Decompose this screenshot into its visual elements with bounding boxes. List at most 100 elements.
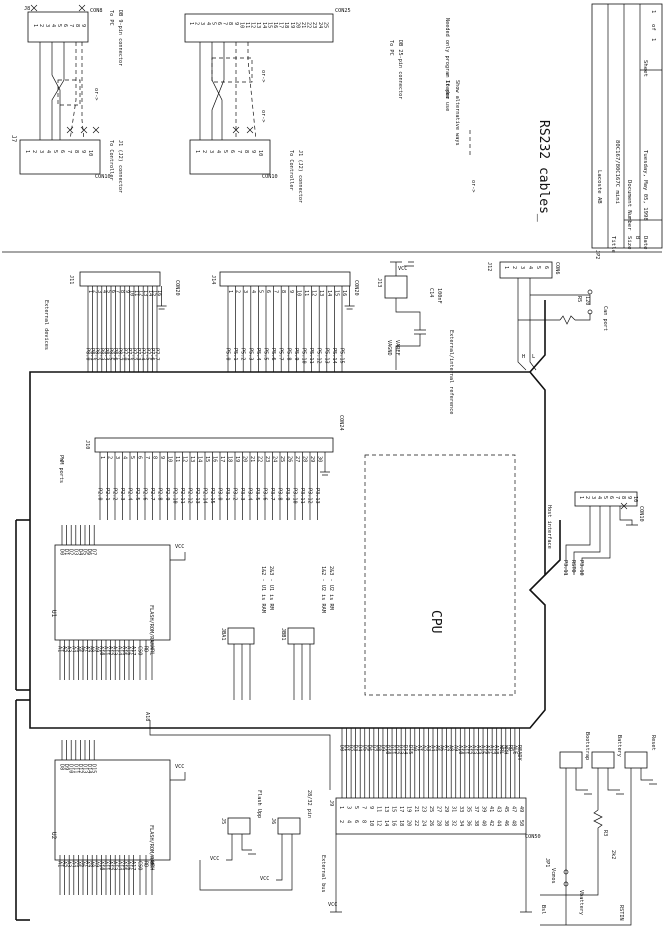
addr-pin-label: A13 (112, 861, 118, 870)
connector-j6 (277, 817, 301, 835)
j9-pin-number: 15 (391, 806, 397, 812)
j10-pin-number: 5 (129, 456, 135, 459)
connector-j1-db10 (189, 139, 271, 175)
j10-net-label: P3.0 (217, 488, 223, 501)
j1h-pin-5: 5 (602, 496, 608, 499)
db25-pin-18: 18 (283, 22, 289, 28)
label-j13: J13 (376, 278, 382, 287)
j10-net-label: P2.2 (112, 488, 118, 501)
j11-net-label: P7.7 (154, 348, 160, 361)
j9-pin-number: 10 (368, 820, 374, 826)
j9-net-label: A15 (480, 745, 486, 754)
label-u2-type: FLASH/ROM/RAM (148, 825, 154, 866)
label-jp1: JP1 (544, 858, 550, 867)
j10-net-label: P2.7 (149, 488, 155, 501)
j11-net-label: P8.3 (98, 348, 104, 361)
connector-j2 (559, 751, 583, 769)
db25-pin-2: 2 (194, 22, 200, 25)
label-ext-devices: External devices (43, 300, 49, 350)
addr-pin-label: A7 (84, 861, 90, 867)
addr-pin-label: A8 (89, 646, 95, 652)
j9-net-label: D7 (370, 745, 376, 751)
j10-pin-number: 6 (137, 456, 143, 459)
label-jp2: JP2 (594, 250, 600, 259)
j9-pin-number: 41 (488, 806, 494, 812)
j9-pin-number: 25 (428, 806, 434, 812)
j14-pin-number: 16 (341, 290, 347, 296)
j12-pin-6: 6 (543, 266, 549, 269)
j9-net-label: D2 (348, 745, 354, 751)
label-host-if: Host interface (546, 505, 552, 549)
addr-pin-label: A6 (80, 861, 86, 867)
j9-net-label: D8 (375, 745, 381, 751)
j10-pin-number: 12 (182, 456, 188, 462)
j9-pin-number: 46 (503, 820, 509, 826)
j11-pin-number: 7 (115, 290, 121, 293)
j9-net-label: A13 (470, 745, 476, 754)
addr-pin-label: A17 (130, 646, 136, 655)
db25-pin-5: 5 (210, 22, 216, 25)
j11-net-label: P7.1 (126, 348, 132, 361)
j8-pin-1: 1 (32, 24, 38, 27)
j7-pin-8: 8 (73, 150, 79, 153)
label-con8-top: CON8 (90, 8, 103, 14)
j10-pin-number: 20 (242, 456, 248, 462)
label-r5v: 120 (584, 296, 590, 305)
j1-pin-8: 8 (243, 150, 249, 153)
ctl-pin-label: CSO (137, 646, 143, 655)
j11-pin-number: 5 (105, 290, 111, 293)
j7-pin-10: 10 (87, 150, 93, 156)
label-j10: J10 (84, 440, 90, 449)
j14-pin-number: 8 (280, 290, 286, 293)
j14-net-label: P5.4 (255, 348, 261, 361)
db25-pin-17: 17 (278, 22, 284, 28)
addr-pin-label: A5 (75, 861, 81, 867)
addr-pin-label: A15 (121, 646, 127, 655)
db25-pin-19: 19 (289, 22, 295, 28)
j10-net-label: P2.14 (202, 488, 208, 504)
label-jbb1: JBB1 (280, 628, 286, 641)
net-can-h: H (522, 354, 525, 360)
j1h-pin-6: 6 (608, 496, 614, 499)
j10-net-label: P3.3 (239, 488, 245, 501)
addr-pin-label: A17 (130, 861, 136, 870)
label-ext-ref: External/internal reference (448, 330, 454, 414)
connector-j7-db10 (19, 139, 101, 175)
addr-pin-label: A3 (66, 646, 72, 652)
j9-pin-number: 26 (428, 820, 434, 826)
label-con25: CON25 (335, 8, 351, 14)
label-j8: J8 (24, 6, 30, 12)
j14-pin-number: 13 (318, 290, 324, 296)
j9-net-label: A1 (416, 745, 422, 751)
net-host-2: RSTO (570, 560, 576, 573)
j10-pin-number: 27 (294, 456, 300, 462)
j10-pin-number: 26 (287, 456, 293, 462)
j9-net-label: WRH (502, 745, 508, 754)
label-r3: R3 (602, 830, 608, 836)
u1-pins: A1A2A3A4A5A6A7A8A9A10A11A12A13A14A15A16A… (57, 640, 155, 680)
data-pin-label: D0 (59, 549, 65, 555)
j9-pin-number: 13 (383, 806, 389, 812)
j9-pin-number: 39 (481, 806, 487, 812)
label-con20-b: CON20 (353, 280, 359, 296)
j9-net-label: A3 (425, 745, 431, 751)
j10-pin-number: 29 (309, 456, 315, 462)
ctl-pin-label: WRL (149, 646, 155, 655)
j11-net-label: P7.2 (131, 348, 137, 361)
db25-pin-14: 14 (261, 22, 267, 28)
chip-u2 (54, 759, 171, 861)
j9-pin-number: 38 (473, 820, 479, 826)
j9-net-label: D9 (379, 745, 385, 751)
label-j9: J9 (328, 800, 334, 806)
ctl-pin-label: RD (143, 861, 149, 867)
label-con20-a: CON20 (174, 280, 180, 296)
j14-pin-number: 14 (326, 290, 332, 296)
j9-pin-number: 36 (466, 820, 472, 826)
data-pin-label: D13 (82, 764, 88, 773)
j7-pin-4: 4 (45, 150, 51, 153)
j14-pin-number: 12 (311, 290, 317, 296)
j14-pin-number: 7 (273, 290, 279, 293)
